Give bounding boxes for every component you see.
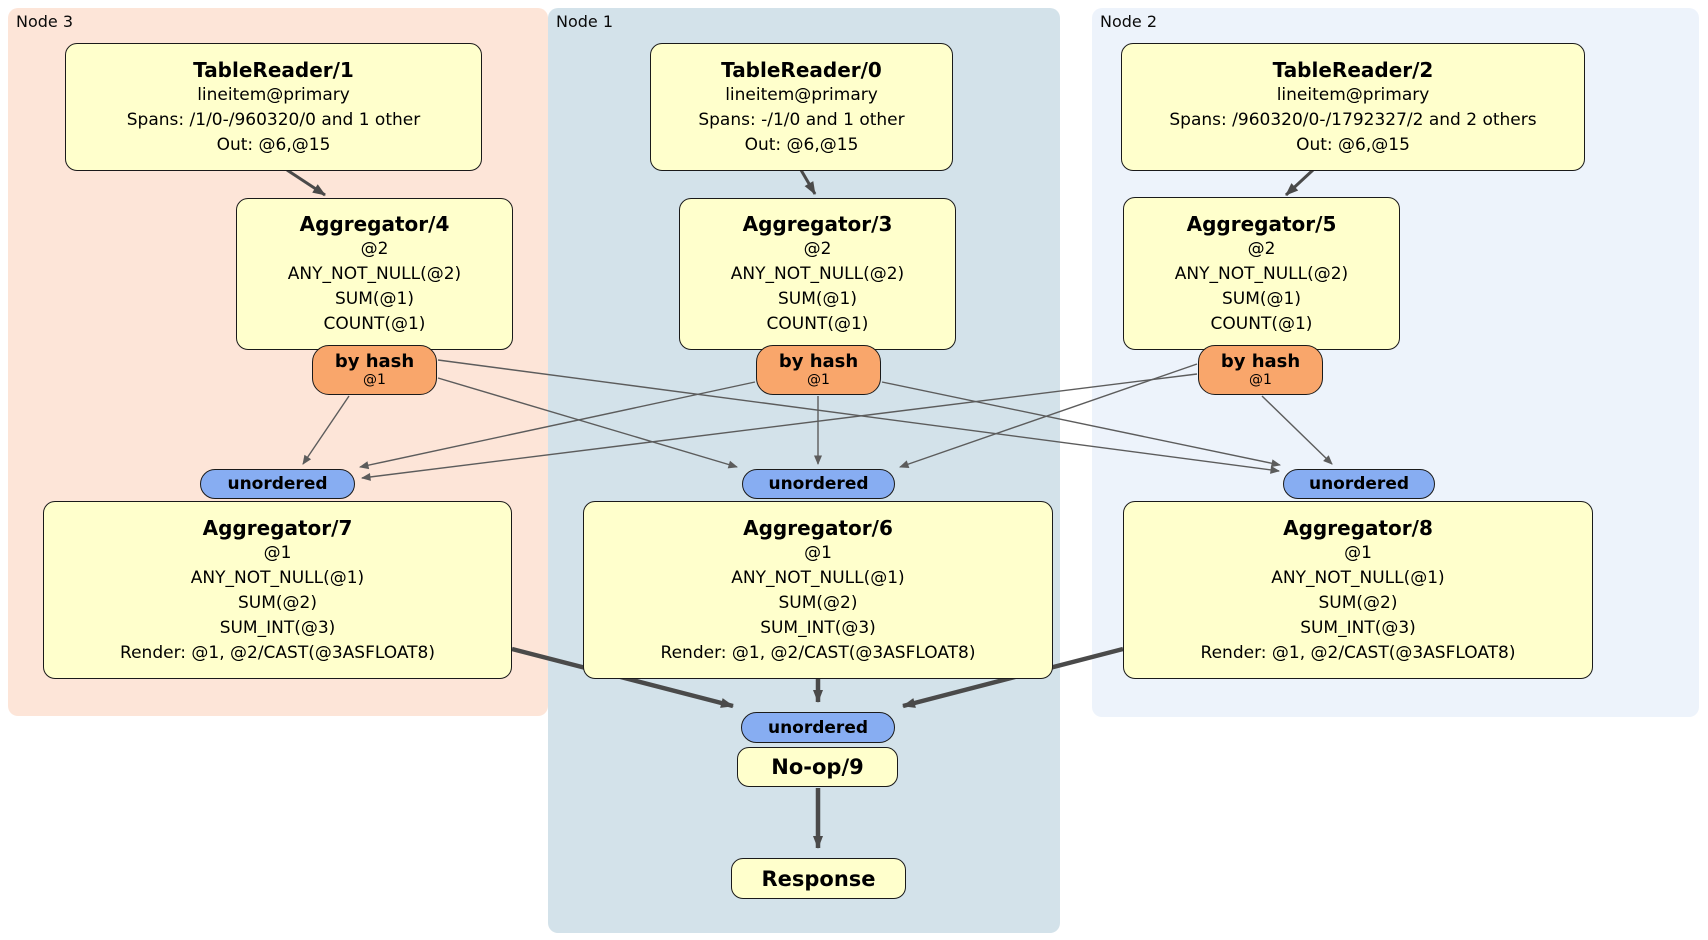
aggregator-4-detail: ANY_NOT_NULL(@2) — [287, 264, 462, 284]
router-hash-4: by hash@1 — [312, 345, 437, 395]
tablereader-1-detail: Out: @6,@15 — [216, 134, 331, 155]
processor-response: Response — [731, 858, 906, 899]
aggregator-5-detail: COUNT(@1) — [1210, 313, 1313, 334]
tablereader-1-detail: Spans: /1/0-/960320/0 and 1 other — [126, 109, 421, 130]
region-label-node-3: Node 3 — [16, 12, 74, 31]
edge-hash-5-to-unordered-6 — [899, 363, 1198, 468]
aggregator-3-detail: ANY_NOT_NULL(@2) — [730, 264, 905, 284]
hash-4-column: @1 — [363, 372, 386, 388]
aggregator-4-detail: SUM(@1) — [335, 289, 414, 309]
tablereader-0-detail: Out: @6,@15 — [744, 134, 859, 155]
tablereader-1-detail: lineitem@primary — [197, 84, 350, 105]
hash-3-label: by hash — [778, 351, 859, 372]
sync-unordered-6: unordered — [742, 469, 895, 499]
edge-hash-3-to-unordered-7 — [359, 381, 756, 470]
aggregator-6-detail: SUM(@2) — [778, 592, 858, 613]
aggregator-6-title: Aggregator/6 — [743, 515, 893, 540]
region-label-node-2: Node 2 — [1100, 12, 1158, 31]
edge-hash-3-to-unordered-8 — [881, 381, 1281, 468]
edge-tablereader-1-to-aggregator-4 — [286, 168, 326, 197]
aggregator-7-detail: SUM_INT(@3) — [219, 617, 336, 638]
aggregator-3-detail: @2 — [803, 239, 832, 259]
aggregator-3-detail: SUM(@1) — [778, 289, 857, 309]
processor-noop-9: No-op/9 — [737, 747, 898, 787]
hash-5-column: @1 — [1249, 372, 1272, 388]
hash-3-column: @1 — [807, 372, 830, 388]
sync-unordered-8: unordered — [1283, 469, 1435, 499]
aggregator-8-detail: SUM(@2) — [1318, 592, 1398, 613]
hash-5-label: by hash — [1220, 351, 1301, 372]
aggregator-8-detail: @1 — [1344, 542, 1372, 563]
tablereader-2-detail: Out: @6,@15 — [1296, 134, 1410, 155]
edge-hash-4-to-unordered-6 — [437, 377, 738, 469]
aggregator-4-title: Aggregator/4 — [299, 212, 450, 236]
tablereader-0-detail: lineitem@primary — [725, 84, 878, 105]
aggregator-5-title: Aggregator/5 — [1186, 211, 1337, 236]
aggregator-8-title: Aggregator/8 — [1283, 515, 1433, 540]
tablereader-0-title: TableReader/0 — [721, 57, 882, 82]
region-label-node-1: Node 1 — [556, 12, 614, 31]
aggregator-8-detail: ANY_NOT_NULL(@1) — [1271, 567, 1445, 588]
router-hash-3: by hash@1 — [756, 345, 881, 395]
tablereader-2-detail: Spans: /960320/0-/1792327/2 and 2 others — [1169, 109, 1537, 130]
aggregator-7-detail: ANY_NOT_NULL(@1) — [190, 567, 365, 588]
sync-unordered-9: unordered — [741, 712, 895, 743]
aggregator-3-detail: COUNT(@1) — [766, 314, 869, 334]
aggregator-6-detail: @1 — [804, 542, 832, 563]
aggregator-7-detail: @1 — [263, 542, 292, 563]
aggregator-5-detail: ANY_NOT_NULL(@2) — [1174, 263, 1349, 284]
aggregator-4-detail: @2 — [360, 239, 389, 259]
aggregator-4-detail: COUNT(@1) — [323, 314, 426, 334]
aggregator-8-detail: Render: @1, @2/CAST(@3ASFLOAT8) — [1200, 642, 1516, 663]
edge-tablereader-0-to-aggregator-3 — [799, 169, 817, 195]
router-hash-5: by hash@1 — [1198, 345, 1323, 395]
aggregator-3-title: Aggregator/3 — [742, 212, 893, 236]
aggregator-6-detail: ANY_NOT_NULL(@1) — [731, 567, 905, 588]
sync-unordered-7: unordered — [200, 469, 355, 499]
aggregator-5-detail: SUM(@1) — [1222, 288, 1301, 309]
aggregator-8-detail: SUM_INT(@3) — [1300, 617, 1416, 638]
edge-hash-5-to-unordered-7 — [361, 373, 1198, 481]
tablereader-1-title: TableReader/1 — [193, 57, 354, 82]
aggregator-6-detail: SUM_INT(@3) — [760, 617, 876, 638]
response-title: Response — [761, 866, 876, 891]
aggregator-7-title: Aggregator/7 — [202, 515, 353, 540]
aggregator-7-detail: SUM(@2) — [238, 592, 317, 613]
edge-hash-5-to-unordered-8 — [1261, 395, 1333, 465]
hash-4-label: by hash — [334, 351, 415, 372]
edge-tablereader-2-to-aggregator-5 — [1284, 168, 1315, 197]
aggregator-6-detail: Render: @1, @2/CAST(@3ASFLOAT8) — [660, 642, 976, 663]
noop-9-title: No-op/9 — [771, 755, 864, 779]
tablereader-0-detail: Spans: -/1/0 and 1 other — [698, 109, 905, 130]
edge-hash-4-to-unordered-7 — [302, 395, 350, 465]
tablereader-2-detail: lineitem@primary — [1276, 84, 1430, 105]
aggregator-5-detail: @2 — [1247, 238, 1276, 259]
aggregator-7-detail: Render: @1, @2/CAST(@3ASFLOAT8) — [120, 642, 435, 663]
tablereader-2-title: TableReader/2 — [1272, 57, 1434, 82]
